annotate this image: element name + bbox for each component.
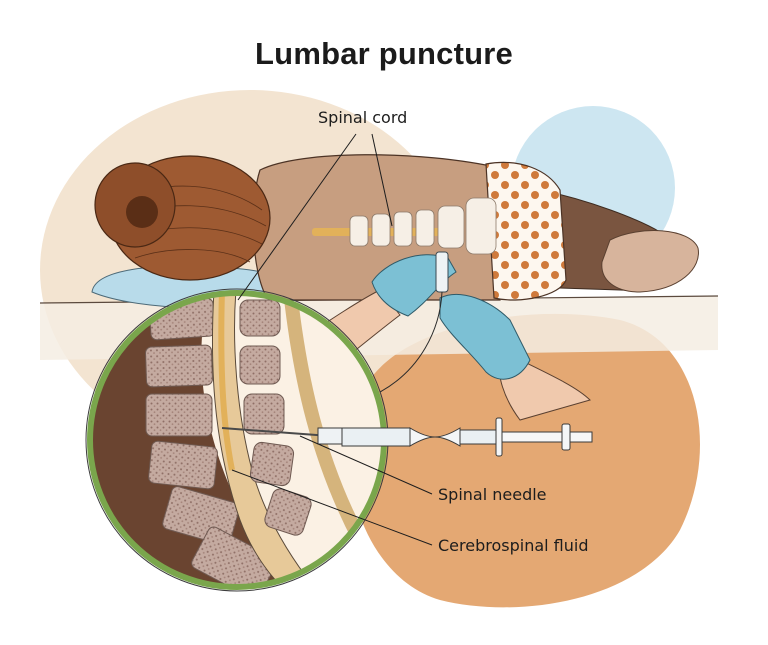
label-spinal-cord: Spinal cord: [318, 108, 408, 127]
spinal-cord-magnified: [218, 293, 235, 471]
spinal-needle-syringe: [317, 417, 593, 457]
needle-in-canal: [221, 427, 331, 437]
label-cerebrospinal-fluid: Cerebrospinal fluid: [438, 536, 589, 555]
page-title: Lumbar puncture: [255, 36, 513, 71]
polka-dot-shorts: [485, 161, 567, 301]
magnified-spine-lens: [85, 288, 389, 592]
leader-lines: [231, 133, 433, 546]
feet: [601, 230, 699, 293]
spinal-needle-leader: [299, 435, 433, 495]
right-glove: [439, 294, 531, 380]
spine-on-back: [312, 197, 497, 255]
orange-background-blob: [349, 313, 700, 608]
label-spinal-needle: Spinal needle: [438, 485, 547, 504]
csf-leader: [231, 469, 433, 546]
needle-hub: [435, 251, 449, 293]
spinal-cord-leader: [237, 133, 357, 301]
spinal-cord-leader-2: [371, 133, 393, 227]
